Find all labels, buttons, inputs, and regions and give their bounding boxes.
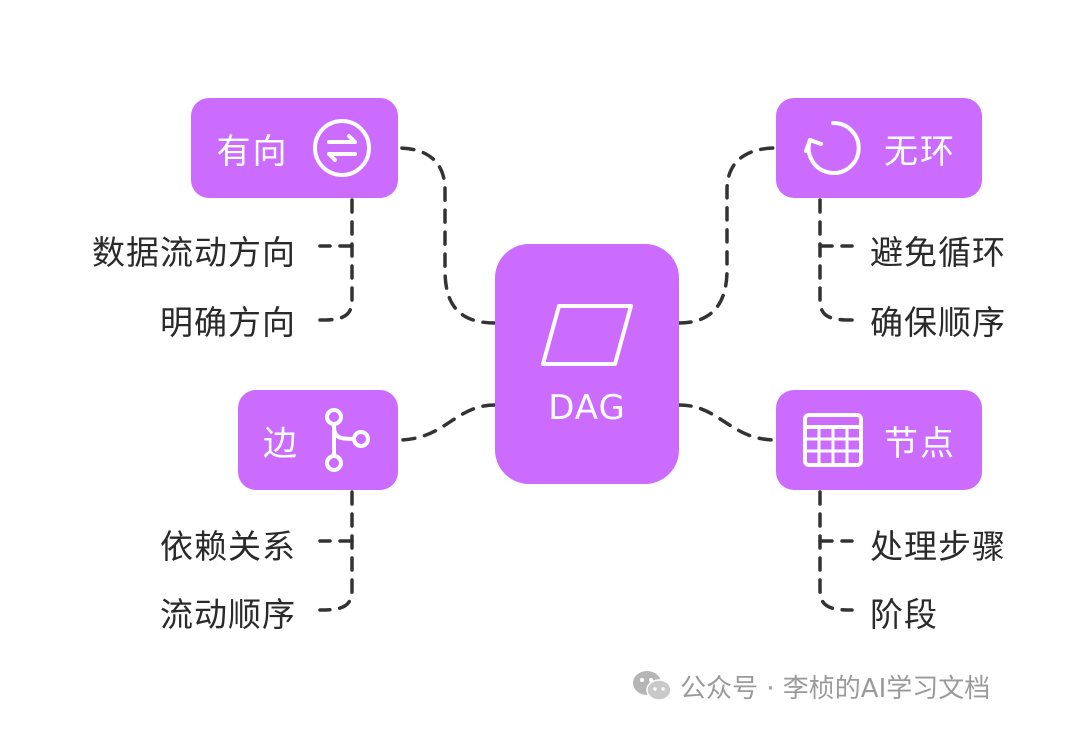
connector-edge-children xyxy=(318,490,354,612)
leaf-edge-2: 流动顺序 xyxy=(160,595,296,634)
rotate-icon xyxy=(804,120,861,175)
connector-acyclic-children xyxy=(818,198,854,322)
connector-acyclic xyxy=(677,146,778,325)
node-node[interactable]: 节点 xyxy=(776,390,982,490)
connector-node xyxy=(677,403,778,442)
watermark-text: 公众号 · 李桢的AI学习文档 xyxy=(680,673,991,704)
wechat-icon xyxy=(633,671,672,701)
leaf-node-1: 处理步骤 xyxy=(870,527,1006,566)
branch-icon xyxy=(325,408,370,472)
leaf-directed-2: 明确方向 xyxy=(160,303,296,342)
table-grid-icon xyxy=(803,413,863,467)
node-node-label: 节点 xyxy=(884,423,956,464)
leaf-edge-1: 依赖关系 xyxy=(160,527,296,566)
node-directed-label: 有向 xyxy=(216,131,289,172)
leaf-acyclic-2: 确保顺序 xyxy=(870,303,1006,342)
node-acyclic[interactable]: 无环 xyxy=(776,98,982,198)
leaf-directed-1: 数据流动方向 xyxy=(92,233,296,272)
node-edge-label: 边 xyxy=(263,423,299,464)
connector-node-children xyxy=(818,490,854,612)
center-label: DAG xyxy=(548,388,626,428)
connector-directed xyxy=(396,146,497,325)
leaf-node-2: 阶段 xyxy=(870,595,938,634)
parallelogram-icon xyxy=(541,304,633,366)
node-acyclic-label: 无环 xyxy=(884,131,956,172)
connector-directed-children xyxy=(318,198,354,322)
leaf-acyclic-1: 避免循环 xyxy=(870,233,1006,272)
connector-edge xyxy=(396,403,497,442)
arrows-swap-icon xyxy=(312,119,371,177)
center-node[interactable]: DAG xyxy=(495,244,679,484)
watermark: 公众号 · 李桢的AI学习文档 xyxy=(632,666,990,706)
node-directed[interactable]: 有向 xyxy=(191,98,398,198)
node-edge[interactable]: 边 xyxy=(238,390,398,490)
